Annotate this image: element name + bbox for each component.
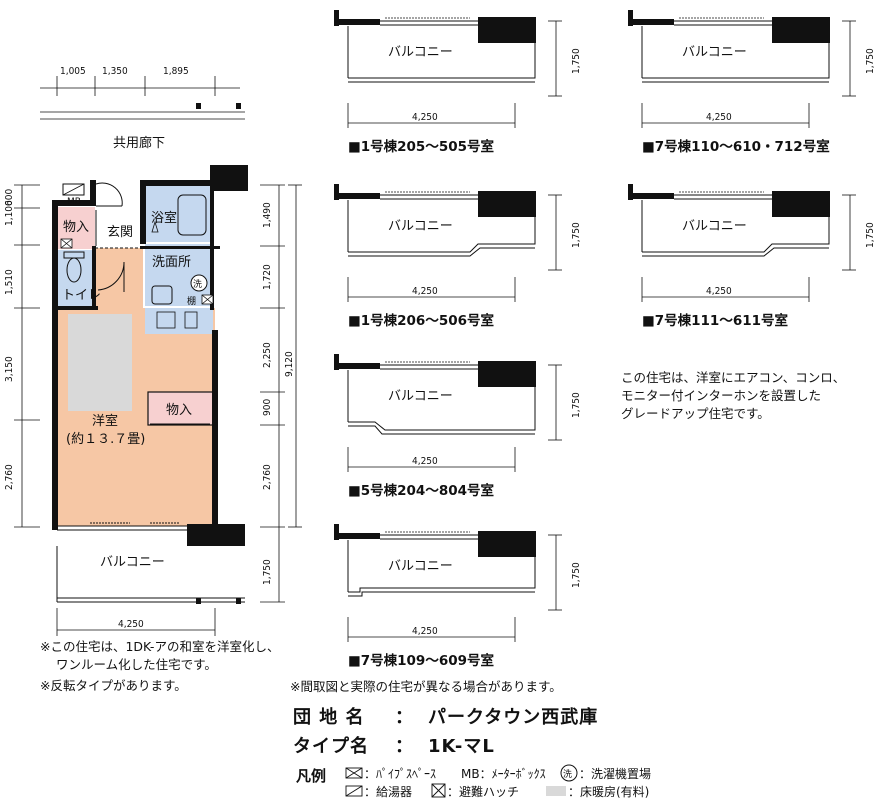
conversion-note-line1: ※この住宅は、1DK-アの和室を洋室化し、 <box>40 639 279 654</box>
left-dim-3150: 3,150 <box>4 356 15 382</box>
floor-heating-icon <box>546 786 566 796</box>
left-dim-1100: 1,100 <box>4 200 15 226</box>
disclaimer-note: ※間取図と実際の住宅が異なる場合があります。 <box>290 679 562 694</box>
corridor-dim-2: 1,350 <box>102 66 128 77</box>
variant-caption-2: ■7号棟110～610・712号室 <box>642 138 830 155</box>
variant-plan-1: バルコニー 1,750 4,250 ■1号棟205～505号室 <box>334 10 582 155</box>
variant-caption-1: ■1号棟205～505号室 <box>348 138 495 155</box>
main-width-dim: 4,250 <box>118 619 144 630</box>
variant-width-dim-5: 4,250 <box>412 456 438 467</box>
variant-balcony-label-3: バルコニー <box>388 219 453 234</box>
legend-floor-heating: ：床暖房(有料) <box>568 784 649 799</box>
variant-plan-6: バルコニー 1,750 4,250 ■7号棟109～609号室 <box>334 524 582 669</box>
variant-balcony-label-6: バルコニー <box>388 559 453 574</box>
storage2-label: 物入 <box>166 403 192 418</box>
corridor-dimension-line <box>40 76 245 120</box>
conversion-note-line2: ワンルーム化した住宅です。 <box>56 657 217 672</box>
legend-title: 凡例 <box>296 767 326 785</box>
variant-caption-5: ■5号棟204～804号室 <box>348 482 495 499</box>
variant-depth-dim-2: 1,750 <box>865 48 876 74</box>
variant-depth-dim-5: 1,750 <box>571 392 582 418</box>
variant-balcony-label-4: バルコニー <box>682 219 747 234</box>
estate-label: 団 地 名 <box>293 706 365 728</box>
corridor-dim-3: 1,895 <box>163 66 189 77</box>
variant-width-dim-2: 4,250 <box>706 112 732 123</box>
variant-balcony-label-5: バルコニー <box>388 389 453 404</box>
type-separator: ： <box>395 736 414 757</box>
left-dim-600: 600 <box>4 189 15 206</box>
variant-depth-dim-6: 1,750 <box>571 562 582 588</box>
variant-width-dim-6: 4,250 <box>412 626 438 637</box>
legend-water-heater: ：給湯器 <box>364 785 412 799</box>
variant-plan-4: バルコニー 1,750 4,250 ■7号棟111～611号室 <box>628 184 876 329</box>
shelf-label: 棚 <box>187 295 196 307</box>
total-depth-dim: 9,120 <box>284 351 295 377</box>
washing-machine-icon <box>190 274 208 292</box>
main-unit-plan: 1,005 1,350 1,895 共用廊下 <box>4 66 302 636</box>
western-room-area: (約１３.７畳) <box>66 432 145 447</box>
left-dim-2760: 2,760 <box>4 464 15 490</box>
upgrade-note-line1: この住宅は、洋室にエアコン、コンロ、 <box>621 370 845 385</box>
right-dim-2250: 2,250 <box>262 342 273 368</box>
mb-label: MB <box>67 197 81 207</box>
washroom-label: 洗面所 <box>152 255 191 270</box>
upgrade-note-line3: グレードアップ住宅です。 <box>621 406 770 421</box>
variant-plan-2: バルコニー 1,750 4,250 ■7号棟110～610・712号室 <box>628 10 876 155</box>
variant-plan-5: バルコニー 1,750 4,250 ■5号棟204～804号室 <box>334 354 582 499</box>
variant-plan-3: バルコニー 1,750 4,250 ■1号棟206～506号室 <box>334 184 582 329</box>
variant-depth-dim-3: 1,750 <box>571 222 582 248</box>
main-balcony-label: バルコニー <box>100 555 165 570</box>
variant-depth-dim-4: 1,750 <box>865 222 876 248</box>
storage2-closet <box>147 391 216 426</box>
legend: 凡例 ：ﾊﾟｲﾌﾟｽﾍﾟｰｽ MB：ﾒｰﾀｰﾎﾞｯｸｽ 洗 ：洗濯機置場 ：給湯… <box>296 764 651 799</box>
legend-escape-hatch: ：避難ハッチ <box>447 784 519 799</box>
type-label: タイプ名 <box>293 735 369 757</box>
variant-caption-4: ■7号棟111～611号室 <box>642 312 789 329</box>
variant-width-dim-1: 4,250 <box>412 112 438 123</box>
variant-caption-6: ■7号棟109～609号室 <box>348 652 495 669</box>
variant-balcony-label-1: バルコニー <box>388 45 453 60</box>
variant-width-dim-4: 4,250 <box>706 286 732 297</box>
legend-meter-box: MB：ﾒｰﾀｰﾎﾞｯｸｽ <box>461 767 546 781</box>
legend-pipe-space: ：ﾊﾟｲﾌﾟｽﾍﾟｰｽ <box>364 767 436 781</box>
kitchen-counter <box>145 308 213 334</box>
type-name: 1K-マL <box>428 736 495 757</box>
estate-name: パークタウン西武庫 <box>428 706 598 728</box>
legend-wash-symbol: 洗 <box>563 768 572 780</box>
corridor-label: 共用廊下 <box>113 135 165 151</box>
right-dim-900: 900 <box>262 399 273 416</box>
toilet-label: トイレ <box>62 288 101 303</box>
right-dim-2760: 2,760 <box>262 464 273 490</box>
variant-depth-dim-1: 1,750 <box>571 48 582 74</box>
main-walls <box>52 165 248 546</box>
reverse-note: ※反転タイプがあります。 <box>40 678 187 693</box>
estate-separator: ： <box>395 707 414 728</box>
variant-width-dim-3: 4,250 <box>412 286 438 297</box>
washer-legend-icon <box>560 764 578 782</box>
left-dim-1510: 1,510 <box>4 269 15 295</box>
variant-balcony-label-2: バルコニー <box>682 45 747 60</box>
floor-heating-area <box>68 314 132 411</box>
legend-washer-place: ：洗濯機置場 <box>579 766 651 781</box>
upgrade-note-line2: モニター付インターホンを設置した <box>621 388 821 403</box>
right-dim-1490: 1,490 <box>262 202 273 228</box>
variant-caption-3: ■1号棟206～506号室 <box>348 312 495 329</box>
toilet-fill <box>57 250 94 306</box>
right-dim-1750: 1,750 <box>262 559 273 585</box>
entrance-label: 玄関 <box>107 225 133 240</box>
storage1-label: 物入 <box>63 220 89 235</box>
western-room-label: 洋室 <box>92 413 118 429</box>
right-dim-1720: 1,720 <box>262 264 273 290</box>
bath-label: 浴室 <box>151 210 177 226</box>
wash-symbol: 洗 <box>193 278 202 290</box>
corridor-dim-1: 1,005 <box>60 66 86 77</box>
